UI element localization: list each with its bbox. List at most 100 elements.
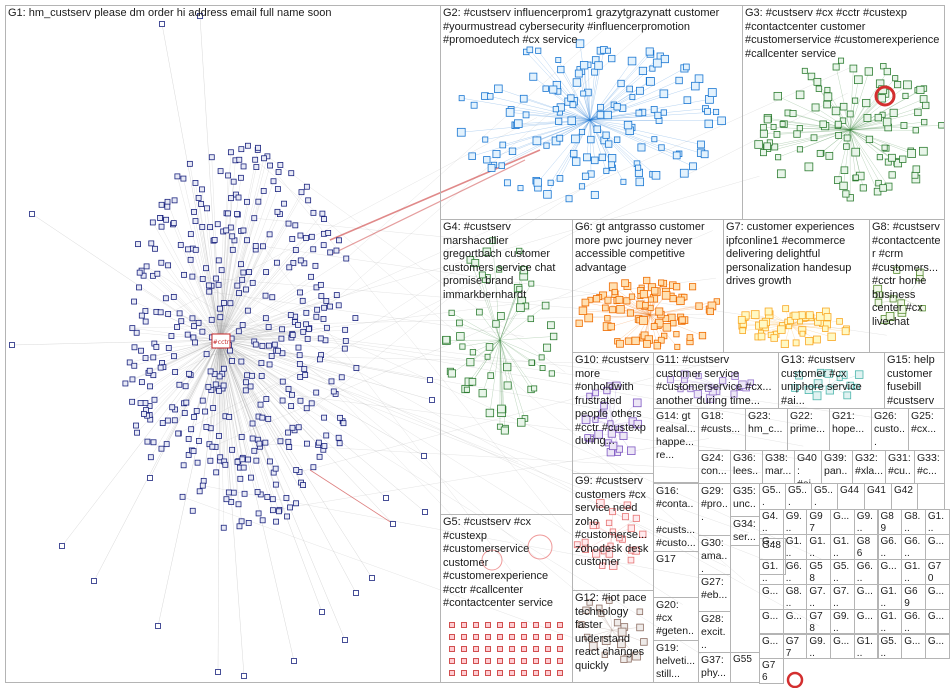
g5-ring	[481, 549, 503, 571]
g1-node	[227, 300, 234, 307]
g2-node	[499, 141, 507, 149]
g6-node	[650, 323, 658, 330]
g4-edge	[451, 312, 501, 341]
g9-node	[632, 514, 640, 522]
g7-node	[805, 337, 814, 346]
g2-node	[517, 185, 524, 192]
g4-node	[495, 266, 503, 273]
g1-edge	[219, 339, 290, 448]
g4-node	[539, 365, 546, 372]
g1-node	[273, 518, 279, 525]
g1-node	[122, 380, 129, 387]
g6-edge	[614, 291, 651, 316]
g1-node	[150, 354, 157, 361]
cross-edge	[187, 334, 750, 534]
g2-edge	[538, 50, 591, 121]
small-group-label: G6...	[785, 560, 802, 584]
g7-edge	[789, 324, 846, 332]
g6-node	[616, 339, 624, 348]
g1-node	[165, 345, 172, 351]
g7-node	[786, 317, 794, 325]
group-label-g19: G19: helveti... still...	[656, 642, 699, 680]
cross-edge-red	[329, 159, 526, 256]
small-group-label: G1...	[785, 535, 802, 559]
g8-edge	[904, 277, 921, 301]
g6-edge	[620, 309, 651, 316]
panel-g21: G21: hope...	[829, 408, 872, 451]
cross-edge	[238, 292, 823, 560]
group-label-g22: G22: prime...	[790, 410, 826, 435]
small-group-cell: G9...	[853, 509, 879, 535]
panel-g37: G37: phy...	[698, 652, 731, 683]
g3-node	[919, 146, 928, 156]
g1-outer-edge	[219, 339, 357, 594]
g4-node	[456, 319, 463, 327]
g4-node	[516, 303, 525, 312]
g1-node	[176, 310, 183, 317]
g3-node	[900, 122, 908, 129]
group-label-g36: G36: lees...	[733, 452, 759, 484]
g10-node	[592, 389, 599, 397]
g1-node	[321, 216, 327, 223]
cross-edge	[292, 334, 894, 421]
g1-edge	[219, 236, 312, 341]
g1-node	[317, 335, 324, 342]
g1-node	[274, 208, 281, 215]
cross-edge	[181, 321, 620, 373]
g1-node	[255, 144, 261, 151]
g1-node	[207, 224, 213, 231]
g1-node	[238, 358, 245, 365]
g1-node	[295, 424, 302, 431]
g1-node	[296, 361, 303, 367]
g3-ring	[874, 85, 896, 107]
g1-node	[353, 365, 360, 371]
g1-outer-edge	[219, 339, 245, 677]
g2-node	[602, 131, 610, 139]
g2-edge	[589, 112, 639, 121]
g2-node	[700, 150, 709, 159]
g1-edge	[136, 332, 221, 341]
g1-edge	[214, 239, 221, 341]
panel-g5y: G5...	[785, 483, 812, 510]
g4-edge	[482, 274, 501, 341]
g2-node	[683, 63, 690, 71]
g1-edge	[219, 293, 240, 341]
g3-node	[877, 94, 886, 103]
g1-node	[199, 328, 206, 335]
small-group-label: G...	[833, 511, 850, 522]
g5-node	[545, 670, 551, 676]
g5-ring	[527, 534, 553, 560]
g1-node	[284, 513, 290, 520]
g2-node	[620, 178, 627, 185]
cross-edge	[259, 443, 761, 473]
g2-edge	[589, 112, 643, 121]
g1-node	[195, 319, 202, 326]
g5-node	[485, 634, 491, 640]
g1-node	[165, 262, 172, 269]
g1-node	[300, 328, 307, 335]
g10-node	[607, 420, 614, 427]
panel-g17: G17	[653, 551, 699, 598]
g1-outer-edge	[61, 339, 221, 547]
g1-node	[270, 178, 277, 185]
g13-node	[791, 384, 799, 392]
small-group-cell: G8...	[901, 509, 926, 535]
g5-node	[545, 658, 551, 664]
g2-edge	[589, 83, 622, 121]
group-label-g5x: G5...	[762, 485, 781, 508]
g1-node	[312, 262, 319, 269]
g3-node	[773, 91, 782, 101]
g1-node	[234, 282, 241, 289]
g7-node	[841, 327, 850, 336]
g1-edge	[219, 177, 242, 341]
g3-edge	[849, 117, 879, 131]
g1-node	[252, 156, 259, 163]
g3-node	[823, 100, 831, 109]
g1-edge	[157, 273, 221, 341]
matrix-ring	[786, 671, 804, 688]
g1-node	[308, 233, 315, 240]
g1-node	[191, 414, 198, 420]
panel-g13: G13: #custserv customer #cx uniphore ser…	[778, 352, 885, 409]
g1-node	[203, 424, 210, 430]
g1-node	[304, 335, 311, 342]
